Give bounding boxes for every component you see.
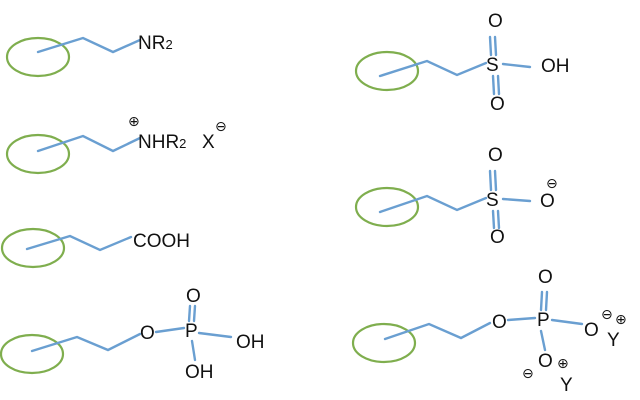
counter-ion: X [202, 132, 215, 153]
ammonium-label: NHR [138, 132, 179, 153]
alkyl-chain [36, 134, 142, 153]
hydroxyl-down: OH [185, 362, 214, 383]
surface-ring [5, 36, 71, 78]
surface-ring [0, 227, 66, 269]
surface-ring [5, 133, 71, 175]
phosphorus: P [185, 321, 198, 342]
plus-charge: ⊕ [557, 355, 569, 371]
surface-ring [354, 186, 420, 228]
cooh-label: COOH [133, 231, 190, 252]
oxygen-anion-right: O [584, 320, 599, 341]
minus-charge: ⊖ [546, 175, 558, 191]
alkyl-chain [36, 36, 142, 54]
oxygen-top: O [538, 267, 553, 288]
subscript: 2 [165, 37, 172, 52]
oxygen-top: O [488, 11, 503, 32]
minus-charge: ⊖ [215, 118, 227, 134]
molecule-phosphate-acid: O P O OH OH [0, 286, 265, 383]
minus-charge: ⊖ [522, 365, 534, 381]
o-p-bond [506, 316, 537, 322]
alkyl-chain [383, 321, 492, 341]
svg-text:NHR2: NHR2 [138, 132, 186, 153]
surface-ring [351, 322, 417, 364]
sulfur: S [486, 55, 499, 76]
minus-charge: ⊖ [601, 306, 613, 322]
alkyl-chain [378, 59, 488, 78]
sulfur: S [486, 190, 499, 211]
molecule-ammonium-salt: ⊕ NHR2 X ⊖ [5, 113, 227, 175]
cation-down: Y [560, 375, 573, 396]
phosphorus: P [537, 310, 550, 331]
plus-charge: ⊕ [128, 113, 140, 129]
p-o-bond [550, 318, 584, 326]
oxygen-link: O [492, 312, 507, 333]
alkyl-chain [30, 332, 142, 353]
amine-label: NR [138, 33, 165, 54]
surface-ring [354, 50, 420, 92]
oxygen-anion-down: O [538, 351, 553, 372]
oxygen-anion: O [540, 191, 555, 212]
molecule-sulfonic-acid: S O O OH [354, 11, 570, 115]
oxygen-top: O [186, 286, 201, 307]
svg-text:NR2: NR2 [138, 33, 173, 54]
subscript: 2 [179, 136, 186, 151]
o-p-bond [154, 326, 186, 334]
oxygen-bottom: O [490, 227, 505, 248]
molecule-amine: NR2 [5, 33, 173, 78]
cation-right: Y [607, 330, 620, 351]
s-oh-bond [501, 62, 532, 69]
p-o-bond [539, 329, 547, 352]
alkyl-chain [25, 234, 133, 252]
p-oh-bond [197, 331, 233, 339]
molecule-phosphate-salt: O P O O ⊖ ⊕ Y O ⊖ ⊕ Y [351, 267, 627, 396]
oxygen-top: O [488, 145, 503, 166]
hydroxyl-right: OH [236, 332, 265, 353]
s-o-bond [501, 197, 532, 203]
p-oh-bond [190, 339, 197, 362]
oxygen-bottom: O [490, 94, 505, 115]
surface-ring [0, 333, 65, 375]
molecule-carboxylic-acid: COOH [0, 227, 190, 269]
plus-charge: ⊕ [615, 311, 627, 327]
molecule-sulfonate: S O O O ⊖ [354, 145, 558, 248]
oxygen-link: O [140, 323, 155, 344]
alkyl-chain [378, 194, 488, 214]
hydroxyl: OH [541, 56, 570, 77]
